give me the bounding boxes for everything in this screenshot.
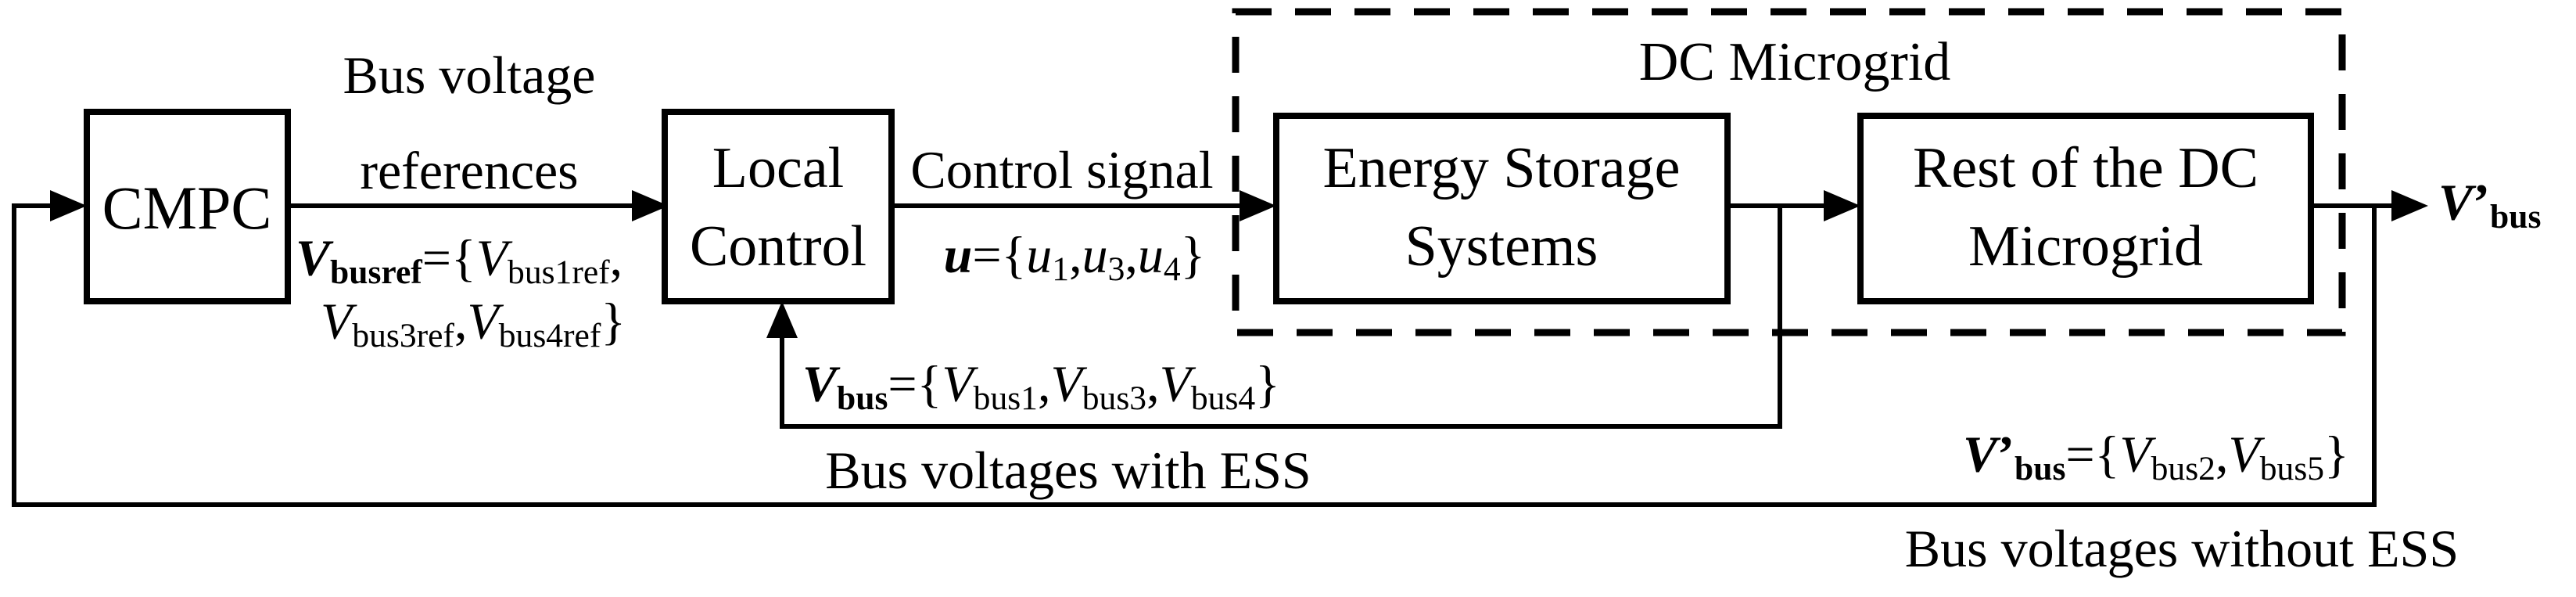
bus-voltage-references-line1: Bus voltage — [343, 45, 596, 105]
math-segment: } — [1180, 226, 1206, 284]
math-segment: , — [609, 229, 623, 287]
rest-label: Rest of the DC Microgrid — [1913, 130, 2258, 286]
math-segment: , — [454, 293, 468, 351]
math-segment: ’ — [2473, 174, 2491, 232]
math-segment: 1 — [1052, 250, 1070, 288]
math-segment: V — [475, 229, 508, 287]
dc-microgrid-dashed-box — [1232, 8, 2346, 336]
arrowhead-output — [2391, 190, 2428, 221]
arrowhead-into-ess — [1240, 190, 1276, 221]
math-segment: bus1ref — [508, 253, 610, 291]
math-segment: , — [1125, 226, 1138, 284]
math-segment: } — [2324, 426, 2349, 484]
math-segment: V — [2228, 426, 2260, 484]
math-segment: u — [1026, 226, 1053, 284]
cmpc-label: CMPC — [102, 174, 272, 242]
local-control-label-line1: Local — [712, 136, 845, 201]
u-set-expression: u={u1,u3,u4} — [944, 229, 1206, 286]
math-segment: u — [1082, 226, 1108, 284]
math-segment: bus2 — [2151, 449, 2215, 487]
feedback-without-ess-line — [12, 203, 2377, 507]
rest-box — [1857, 113, 2314, 304]
rest-label-line1: Rest of the DC — [1913, 136, 2258, 201]
dc-microgrid-label: DC Microgrid — [1638, 32, 1951, 92]
math-segment: } — [1255, 355, 1280, 413]
vbusref-expression-line2: Vbus3ref,Vbus4ref} — [321, 296, 626, 353]
math-segment: V — [1963, 426, 1998, 484]
math-segment: busref — [330, 253, 422, 291]
math-segment: bus4 — [1190, 379, 1256, 417]
math-segment: ’ — [1997, 426, 2015, 484]
math-segment: bus — [2015, 449, 2066, 487]
math-segment: bus — [837, 379, 888, 417]
arrowhead-into-rest — [1824, 190, 1860, 221]
bus-voltages-with-ess-label: Bus voltages with ESS — [825, 441, 1311, 500]
arrowhead-into-local-control — [766, 301, 798, 338]
math-segment: = — [972, 226, 1002, 284]
math-segment: 3 — [1107, 250, 1125, 288]
feedback-with-ess-line — [780, 206, 1782, 429]
ess-box — [1273, 113, 1731, 304]
math-segment: bus — [2490, 197, 2542, 236]
math-segment: , — [1037, 355, 1051, 413]
math-segment: u — [1137, 226, 1164, 284]
math-segment: bus5 — [2259, 449, 2325, 487]
math-segment: V — [1159, 355, 1191, 413]
cmpc-box — [84, 109, 291, 304]
bus-voltage-references-line2: references — [360, 141, 579, 200]
control-signal-label: Control signal — [910, 140, 1214, 200]
math-segment: , — [1069, 226, 1082, 284]
math-segment: bus1 — [973, 379, 1038, 417]
rest-label-line2: Microgrid — [1968, 214, 2204, 279]
math-segment: { — [917, 355, 942, 413]
local-control-box — [662, 109, 895, 304]
math-segment: , — [1146, 355, 1160, 413]
math-segment: { — [451, 229, 476, 287]
math-segment: bus3 — [1082, 379, 1147, 417]
math-segment: { — [1001, 226, 1027, 284]
ess-label-line1: Energy Storage — [1322, 136, 1681, 201]
local-control-label: Local Control — [690, 130, 866, 286]
local-control-label-line2: Control — [689, 214, 867, 279]
math-segment: V — [942, 355, 974, 413]
math-segment: V — [321, 293, 353, 351]
math-segment: V — [802, 355, 838, 413]
vprime-set-expression: V’bus={Vbus2,Vbus5} — [1963, 429, 2349, 486]
math-segment: V — [467, 293, 499, 351]
math-segment: bus4ref — [498, 316, 601, 354]
math-segment: = — [2065, 426, 2095, 484]
vbus-set-expression: Vbus={Vbus1,Vbus3,Vbus4} — [802, 358, 1280, 415]
math-segment: V — [2438, 174, 2474, 232]
vbusref-expression-line1: Vbusref={Vbus1ref, — [296, 232, 622, 290]
math-segment: V — [2119, 426, 2151, 484]
math-segment: V — [1050, 355, 1082, 413]
arrowhead-into-cmpc — [50, 190, 87, 221]
arrowhead-into-local-control-left — [632, 190, 669, 221]
bus-voltages-without-ess-label: Bus voltages without ESS — [1904, 519, 2459, 578]
math-segment: = — [422, 229, 452, 287]
math-segment: , — [2215, 426, 2229, 484]
math-segment: bus3ref — [352, 316, 454, 354]
math-segment: 4 — [1163, 250, 1181, 288]
vbus-output-symbol: V’bus — [2438, 177, 2541, 234]
math-segment: u — [943, 226, 973, 284]
math-segment: } — [601, 293, 626, 351]
math-segment: { — [2094, 426, 2120, 484]
ess-label-line2: Systems — [1405, 214, 1598, 279]
math-segment: V — [296, 229, 331, 287]
math-segment: = — [888, 355, 917, 413]
ess-label: Energy Storage Systems — [1323, 130, 1681, 286]
